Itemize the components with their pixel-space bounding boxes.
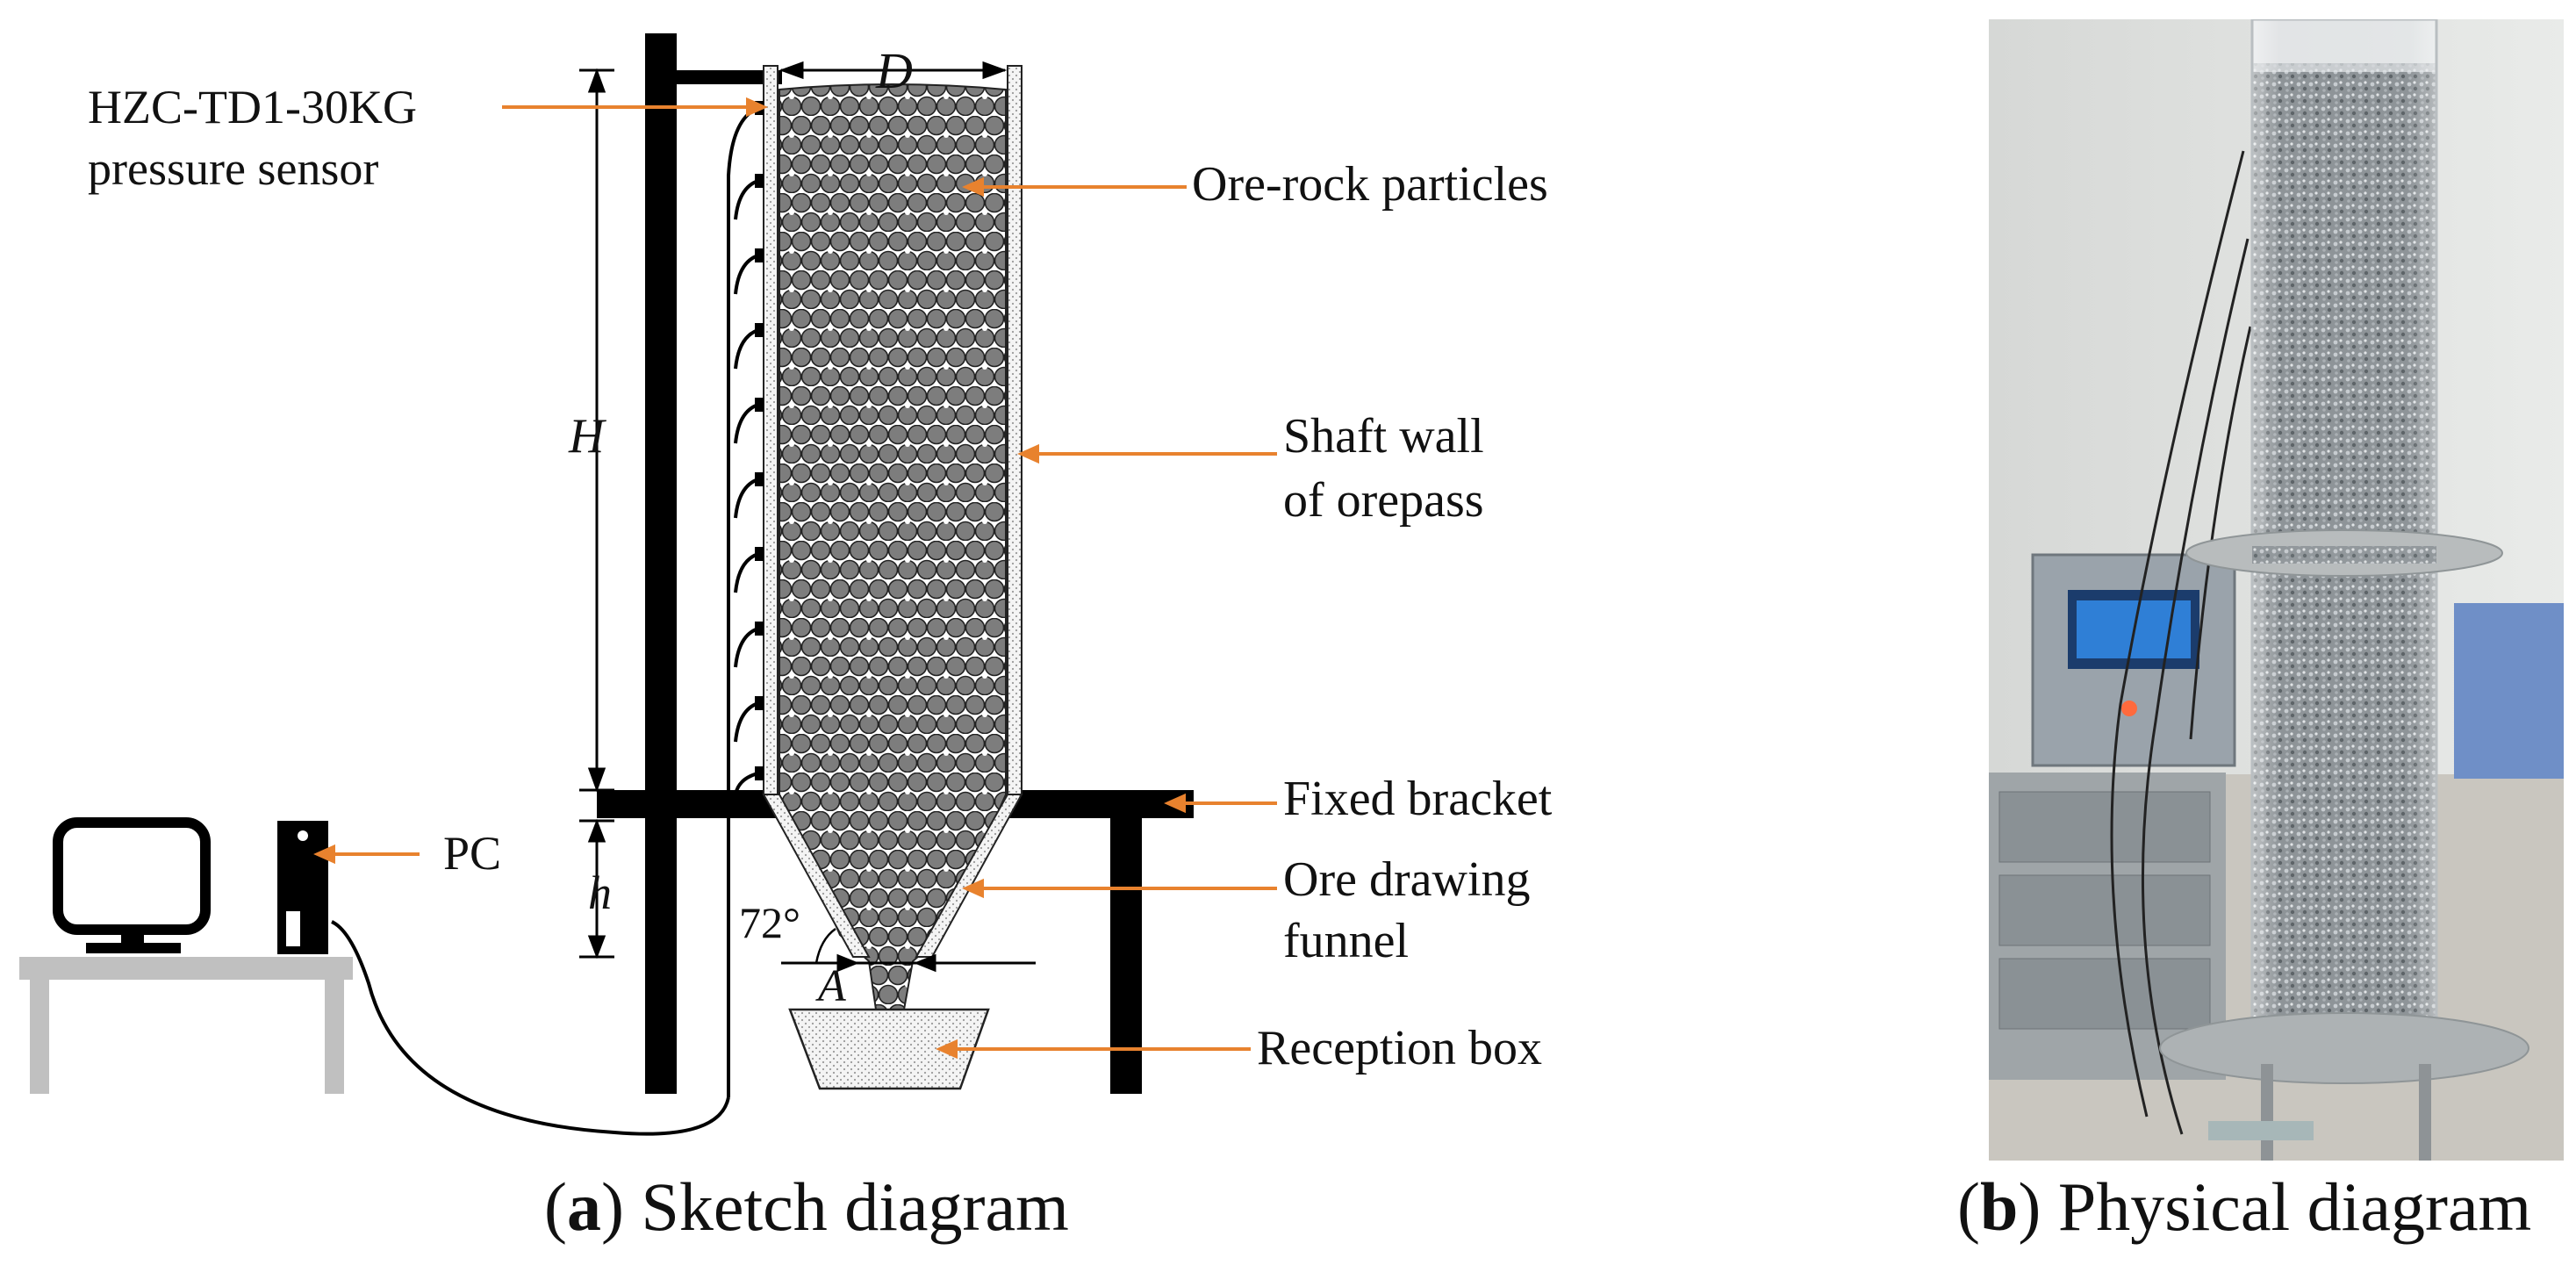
monitor-icon xyxy=(53,817,211,953)
sketch-diagram: HZC-TD1-30KG pressure sensor D H h 72° A… xyxy=(19,33,1553,1136)
height-H-label: H xyxy=(568,409,606,464)
leader-lines xyxy=(313,97,1277,1060)
main-post xyxy=(645,33,677,1094)
pc-tower-icon xyxy=(277,821,328,954)
reception-label: Reception box xyxy=(1257,1021,1542,1075)
funnel-label-line1: Ore drawing xyxy=(1283,852,1530,907)
caption-b-letter: b xyxy=(1979,1168,2019,1245)
bracket-leg xyxy=(1110,818,1142,1094)
particles-label: Ore-rock particles xyxy=(1192,157,1548,212)
pc-label: PC xyxy=(443,827,501,880)
shaft-wall xyxy=(1007,65,1023,795)
shaft-label-line1: Shaft wall xyxy=(1283,409,1484,464)
funnel-left xyxy=(762,794,871,958)
caption-a-letter: a xyxy=(566,1168,601,1245)
caption-a: (a) Sketch diagram xyxy=(544,1168,1069,1245)
sensor-tabs xyxy=(755,101,764,780)
reception-box xyxy=(788,1008,990,1090)
caption-b-text: Physical diagram xyxy=(2041,1168,2532,1245)
funnel-label-line2: funnel xyxy=(1283,914,1409,968)
caption-b: (b) Physical diagram xyxy=(1957,1168,2532,1245)
shaft-label-line2: of orepass xyxy=(1283,473,1484,528)
angle-arc xyxy=(814,927,836,964)
sensor-label-line2: pressure sensor xyxy=(88,142,378,195)
caption-a-text: Sketch diagram xyxy=(623,1168,1069,1245)
diameter-label: D xyxy=(875,42,913,99)
pc-desk xyxy=(19,957,353,1094)
angle-label: 72° xyxy=(739,898,800,947)
dimension-lines xyxy=(579,61,1036,973)
sensor-cables xyxy=(331,105,763,1136)
top-arm xyxy=(677,70,782,84)
sensor-label-line1: HZC-TD1-30KG xyxy=(88,81,417,133)
bracket-label: Fixed bracket xyxy=(1283,772,1553,826)
height-h-label: h xyxy=(588,866,612,919)
physical-photo xyxy=(1989,19,2564,1161)
sensor-strip xyxy=(763,65,779,795)
outlet-label: A xyxy=(815,961,846,1011)
